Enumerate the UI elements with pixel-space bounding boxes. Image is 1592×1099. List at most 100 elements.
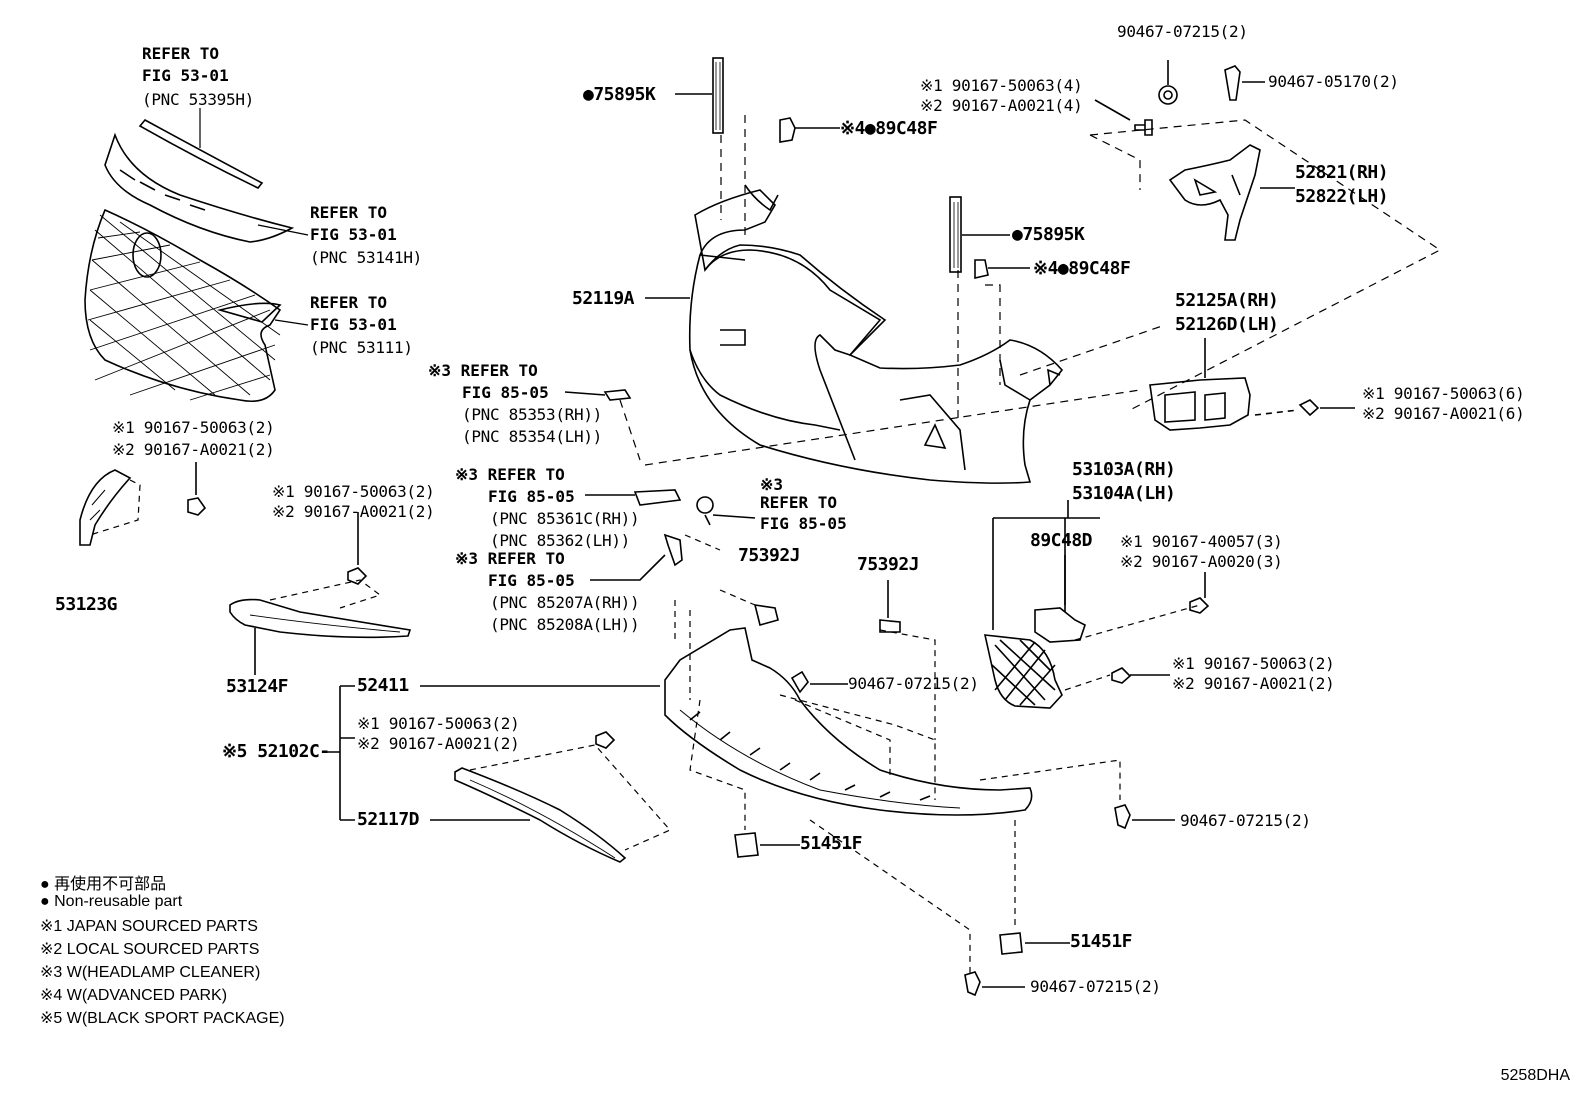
clip-51451f-1 bbox=[734, 832, 759, 858]
bolt-fog2-local: ※2 90167-A0021(2) bbox=[1172, 674, 1335, 693]
illustration-code: 5258DHA bbox=[1500, 1067, 1570, 1084]
bolt-fog-japan: ※1 90167-40057(3) bbox=[1120, 532, 1283, 551]
bolt-fog-2 bbox=[1111, 667, 1132, 684]
ref-85353-line2: FIG 85-05 bbox=[462, 383, 549, 402]
bolt-low-japan: ※1 90167-50063(2) bbox=[357, 714, 520, 733]
part-53103a: 53103A(RH) bbox=[1072, 459, 1176, 480]
molding-52117d bbox=[454, 767, 627, 863]
clip-89c48f-2 bbox=[974, 259, 989, 280]
bumper-cover bbox=[688, 184, 1064, 484]
bolt-mid-japan: ※1 90167-50063(2) bbox=[272, 482, 435, 501]
legend-item: ● 再使用不可部品 bbox=[40, 876, 167, 893]
bolt-mid-local: ※2 90167-A0021(2) bbox=[272, 502, 435, 521]
clip-90467-07215-mid bbox=[790, 670, 809, 694]
bolt-low bbox=[595, 731, 616, 749]
bolt-fog bbox=[1189, 597, 1210, 614]
clip-90467-07215-right bbox=[1114, 804, 1131, 830]
part-53123g: 53123G bbox=[55, 594, 118, 615]
clip-90467-07215-top bbox=[1158, 85, 1178, 105]
ref-85207a-line2: FIG 85-05 bbox=[488, 571, 575, 590]
cleaner-cap bbox=[603, 389, 632, 401]
radiator-grille bbox=[84, 208, 282, 403]
part-52821: 52821(RH) bbox=[1295, 162, 1389, 183]
ref-85361c-line3: (PNC 85361C(RH)) bbox=[490, 509, 640, 528]
ref-85353-line1: ※3 REFER TO bbox=[428, 361, 538, 380]
legend-item: ● Non-reusable part bbox=[40, 893, 183, 910]
part-75392j-1: 75392J bbox=[738, 545, 801, 566]
bolt-left-japan: ※1 90167-50063(2) bbox=[112, 418, 275, 437]
part-53124f: 53124F bbox=[226, 676, 289, 697]
legend-item: ※4 W(ADVANCED PARK) bbox=[40, 987, 228, 1004]
clip-51451f-2 bbox=[999, 932, 1023, 955]
ref-53111-line1: REFER TO bbox=[310, 293, 388, 312]
part-52102c: ※5 52102C- bbox=[222, 741, 330, 762]
ref-85361c-line1: ※3 REFER TO bbox=[455, 465, 565, 484]
cleaner-pump bbox=[663, 533, 683, 567]
ref-53395h-line2: FIG 53-01 bbox=[142, 66, 229, 85]
lower-grille bbox=[664, 627, 1033, 816]
ref-53141h-line2: FIG 53-01 bbox=[310, 225, 397, 244]
ref-85353-line3: (PNC 85353(RH)) bbox=[462, 405, 602, 424]
part-75895k-2: ●75895K bbox=[1012, 224, 1085, 245]
cleaner-clip bbox=[696, 496, 714, 514]
part-52822: 52822(LH) bbox=[1295, 186, 1389, 207]
ref-53111-line2: FIG 53-01 bbox=[310, 315, 397, 334]
ref-clip-line3: FIG 85-05 bbox=[760, 514, 847, 533]
part-75392j-2: 75392J bbox=[857, 554, 920, 575]
ref-85353-line4: (PNC 85354(LH)) bbox=[462, 427, 602, 446]
molding-53124f bbox=[229, 598, 412, 639]
ref-85207a-line4: (PNC 85208A(LH)) bbox=[490, 615, 640, 634]
part-89c48d: 89C48D bbox=[1030, 530, 1093, 551]
part-75895k-1: ●75895K bbox=[583, 84, 656, 105]
bolt-left bbox=[187, 497, 207, 516]
tape-75895k-2 bbox=[949, 196, 962, 273]
part-52117d: 52117D bbox=[357, 809, 420, 830]
bolt-right-local: ※2 90167-A0021(6) bbox=[1362, 404, 1525, 423]
bolt-right-japan: ※1 90167-50063(6) bbox=[1362, 384, 1525, 403]
bolt-right bbox=[1298, 399, 1320, 417]
cleaner-nozzle bbox=[633, 489, 682, 506]
bolt-fog2-japan: ※1 90167-50063(2) bbox=[1172, 654, 1335, 673]
bolt-top-japan: ※1 90167-50063(4) bbox=[920, 76, 1083, 95]
legend-item: ※3 W(HEADLAMP CLEANER) bbox=[40, 964, 261, 981]
part-90467-07215-top: 90467-07215(2) bbox=[1117, 22, 1248, 41]
bolt-top bbox=[1134, 119, 1153, 136]
ref-53395h-line1: REFER TO bbox=[142, 44, 220, 63]
bezel-53123g bbox=[79, 469, 132, 546]
bolt-low-local: ※2 90167-A0021(2) bbox=[357, 734, 520, 753]
part-51451f-1: 51451F bbox=[800, 833, 863, 854]
part-90467-07215-right: 90467-07215(2) bbox=[1180, 811, 1311, 830]
clip-75392j-2 bbox=[879, 619, 901, 633]
ref-85361c-line4: (PNC 85362(LH)) bbox=[490, 531, 630, 550]
part-52119a: 52119A bbox=[572, 288, 635, 309]
part-52125a: 52125A(RH) bbox=[1175, 290, 1279, 311]
grille-upper-molding bbox=[104, 118, 295, 243]
part-89c48f-2: ※4●89C48F bbox=[1033, 258, 1131, 279]
part-52126d: 52126D(LH) bbox=[1175, 314, 1279, 335]
ref-53395h-line3: (PNC 53395H) bbox=[142, 90, 254, 109]
ref-53141h-line3: (PNC 53141H) bbox=[310, 248, 422, 267]
legend-item: ※5 W(BLACK SPORT PACKAGE) bbox=[40, 1010, 285, 1027]
clip-75392j-1 bbox=[753, 604, 779, 626]
bolt-top-local: ※2 90167-A0021(4) bbox=[920, 96, 1083, 115]
part-51451f-2: 51451F bbox=[1070, 931, 1133, 952]
foglamp-bracket bbox=[1149, 377, 1251, 431]
part-90467-05170: 90467-05170(2) bbox=[1268, 72, 1399, 91]
bolt-left-local: ※2 90167-A0021(2) bbox=[112, 440, 275, 459]
clip-90467-05170 bbox=[1224, 65, 1241, 101]
fog-bezel bbox=[983, 634, 1063, 709]
part-53104a: 53104A(LH) bbox=[1072, 483, 1176, 504]
clip-89c48f-1 bbox=[779, 117, 796, 143]
ref-85207a-line1: ※3 REFER TO bbox=[455, 549, 565, 568]
part-89c48f-1: ※4●89C48F bbox=[840, 118, 938, 139]
bracket-89c48d bbox=[1034, 607, 1086, 643]
legend: ● 再使用不可部品 ● Non-reusable part ※1 JAPAN S… bbox=[40, 870, 285, 1031]
part-90467-07215-mid: 90467-07215(2) bbox=[848, 674, 979, 693]
bolt-mid bbox=[347, 567, 368, 585]
part-90467-07215-bottom: 90467-07215(2) bbox=[1030, 977, 1161, 996]
ref-clip-line1: ※3 bbox=[760, 475, 784, 494]
ref-clip-line2: REFER TO bbox=[760, 493, 838, 512]
part-52411: 52411 bbox=[357, 675, 409, 696]
tape-75895k-1 bbox=[712, 57, 724, 134]
legend-item: ※2 LOCAL SOURCED PARTS bbox=[40, 941, 260, 958]
